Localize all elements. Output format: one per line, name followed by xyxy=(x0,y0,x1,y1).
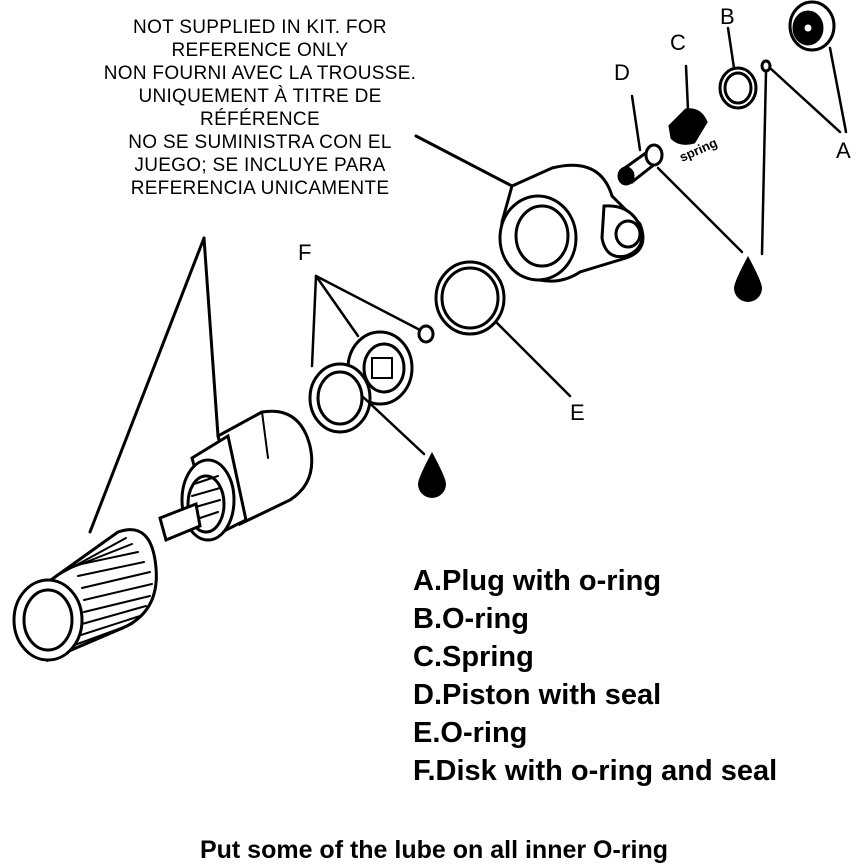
note-line: NOT SUPPLIED IN KIT. FOR xyxy=(133,17,387,38)
housing-body xyxy=(498,163,645,283)
lube-drop-icon xyxy=(734,256,762,302)
callout-c: C xyxy=(670,30,686,55)
note-line: REFERENCE ONLY xyxy=(171,40,349,61)
note-line: JUEGO; SE INCLUYE PARA xyxy=(134,155,386,176)
cartridge-body xyxy=(158,409,314,543)
knurled-knob xyxy=(12,528,158,663)
note-line: UNIQUEMENT À TITRE DE xyxy=(138,86,382,107)
part-b-oring xyxy=(718,26,758,110)
lube-drop-icon xyxy=(418,452,446,498)
note-line: REFERENCIA UNICAMENTE xyxy=(130,178,390,199)
part-f-disk-assembly xyxy=(308,274,435,456)
legend-item-d: D.Piston with seal xyxy=(413,679,662,711)
legend-item-e: E.O-ring xyxy=(413,717,528,749)
note-leader-lines xyxy=(88,134,514,534)
legend-item-b: B.O-ring xyxy=(413,603,529,635)
part-c-spring xyxy=(668,64,708,145)
legend-item-a: A.Plug with o-ring xyxy=(413,565,662,597)
callout-b: B xyxy=(720,4,735,29)
legend-item-f: F.Disk with o-ring and seal xyxy=(413,755,778,787)
lube-drops xyxy=(418,256,762,498)
callout-a: A xyxy=(836,138,851,163)
part-a-plug xyxy=(760,0,848,256)
part-e-oring xyxy=(434,260,572,398)
lube-instruction: Put some of the lube on all inner O-ring xyxy=(199,836,669,864)
legend-item-c: C.Spring xyxy=(413,641,534,673)
callout-e: E xyxy=(570,400,585,425)
note-line: NON FOURNI AVEC LA TROUSSE. xyxy=(103,63,417,84)
note-line: NO SE SUMINISTRA CON EL xyxy=(128,132,392,153)
reference-note: NOT SUPPLIED IN KIT. FOR REFERENCE ONLY … xyxy=(50,16,470,200)
part-d-piston xyxy=(617,94,744,254)
parts-legend: A.Plug with o-ring B.O-ring C.Spring D.P… xyxy=(413,562,777,790)
callout-d: D xyxy=(614,60,630,85)
note-line: RÉFÉRENCE xyxy=(200,109,320,130)
callout-f: F xyxy=(298,240,311,265)
